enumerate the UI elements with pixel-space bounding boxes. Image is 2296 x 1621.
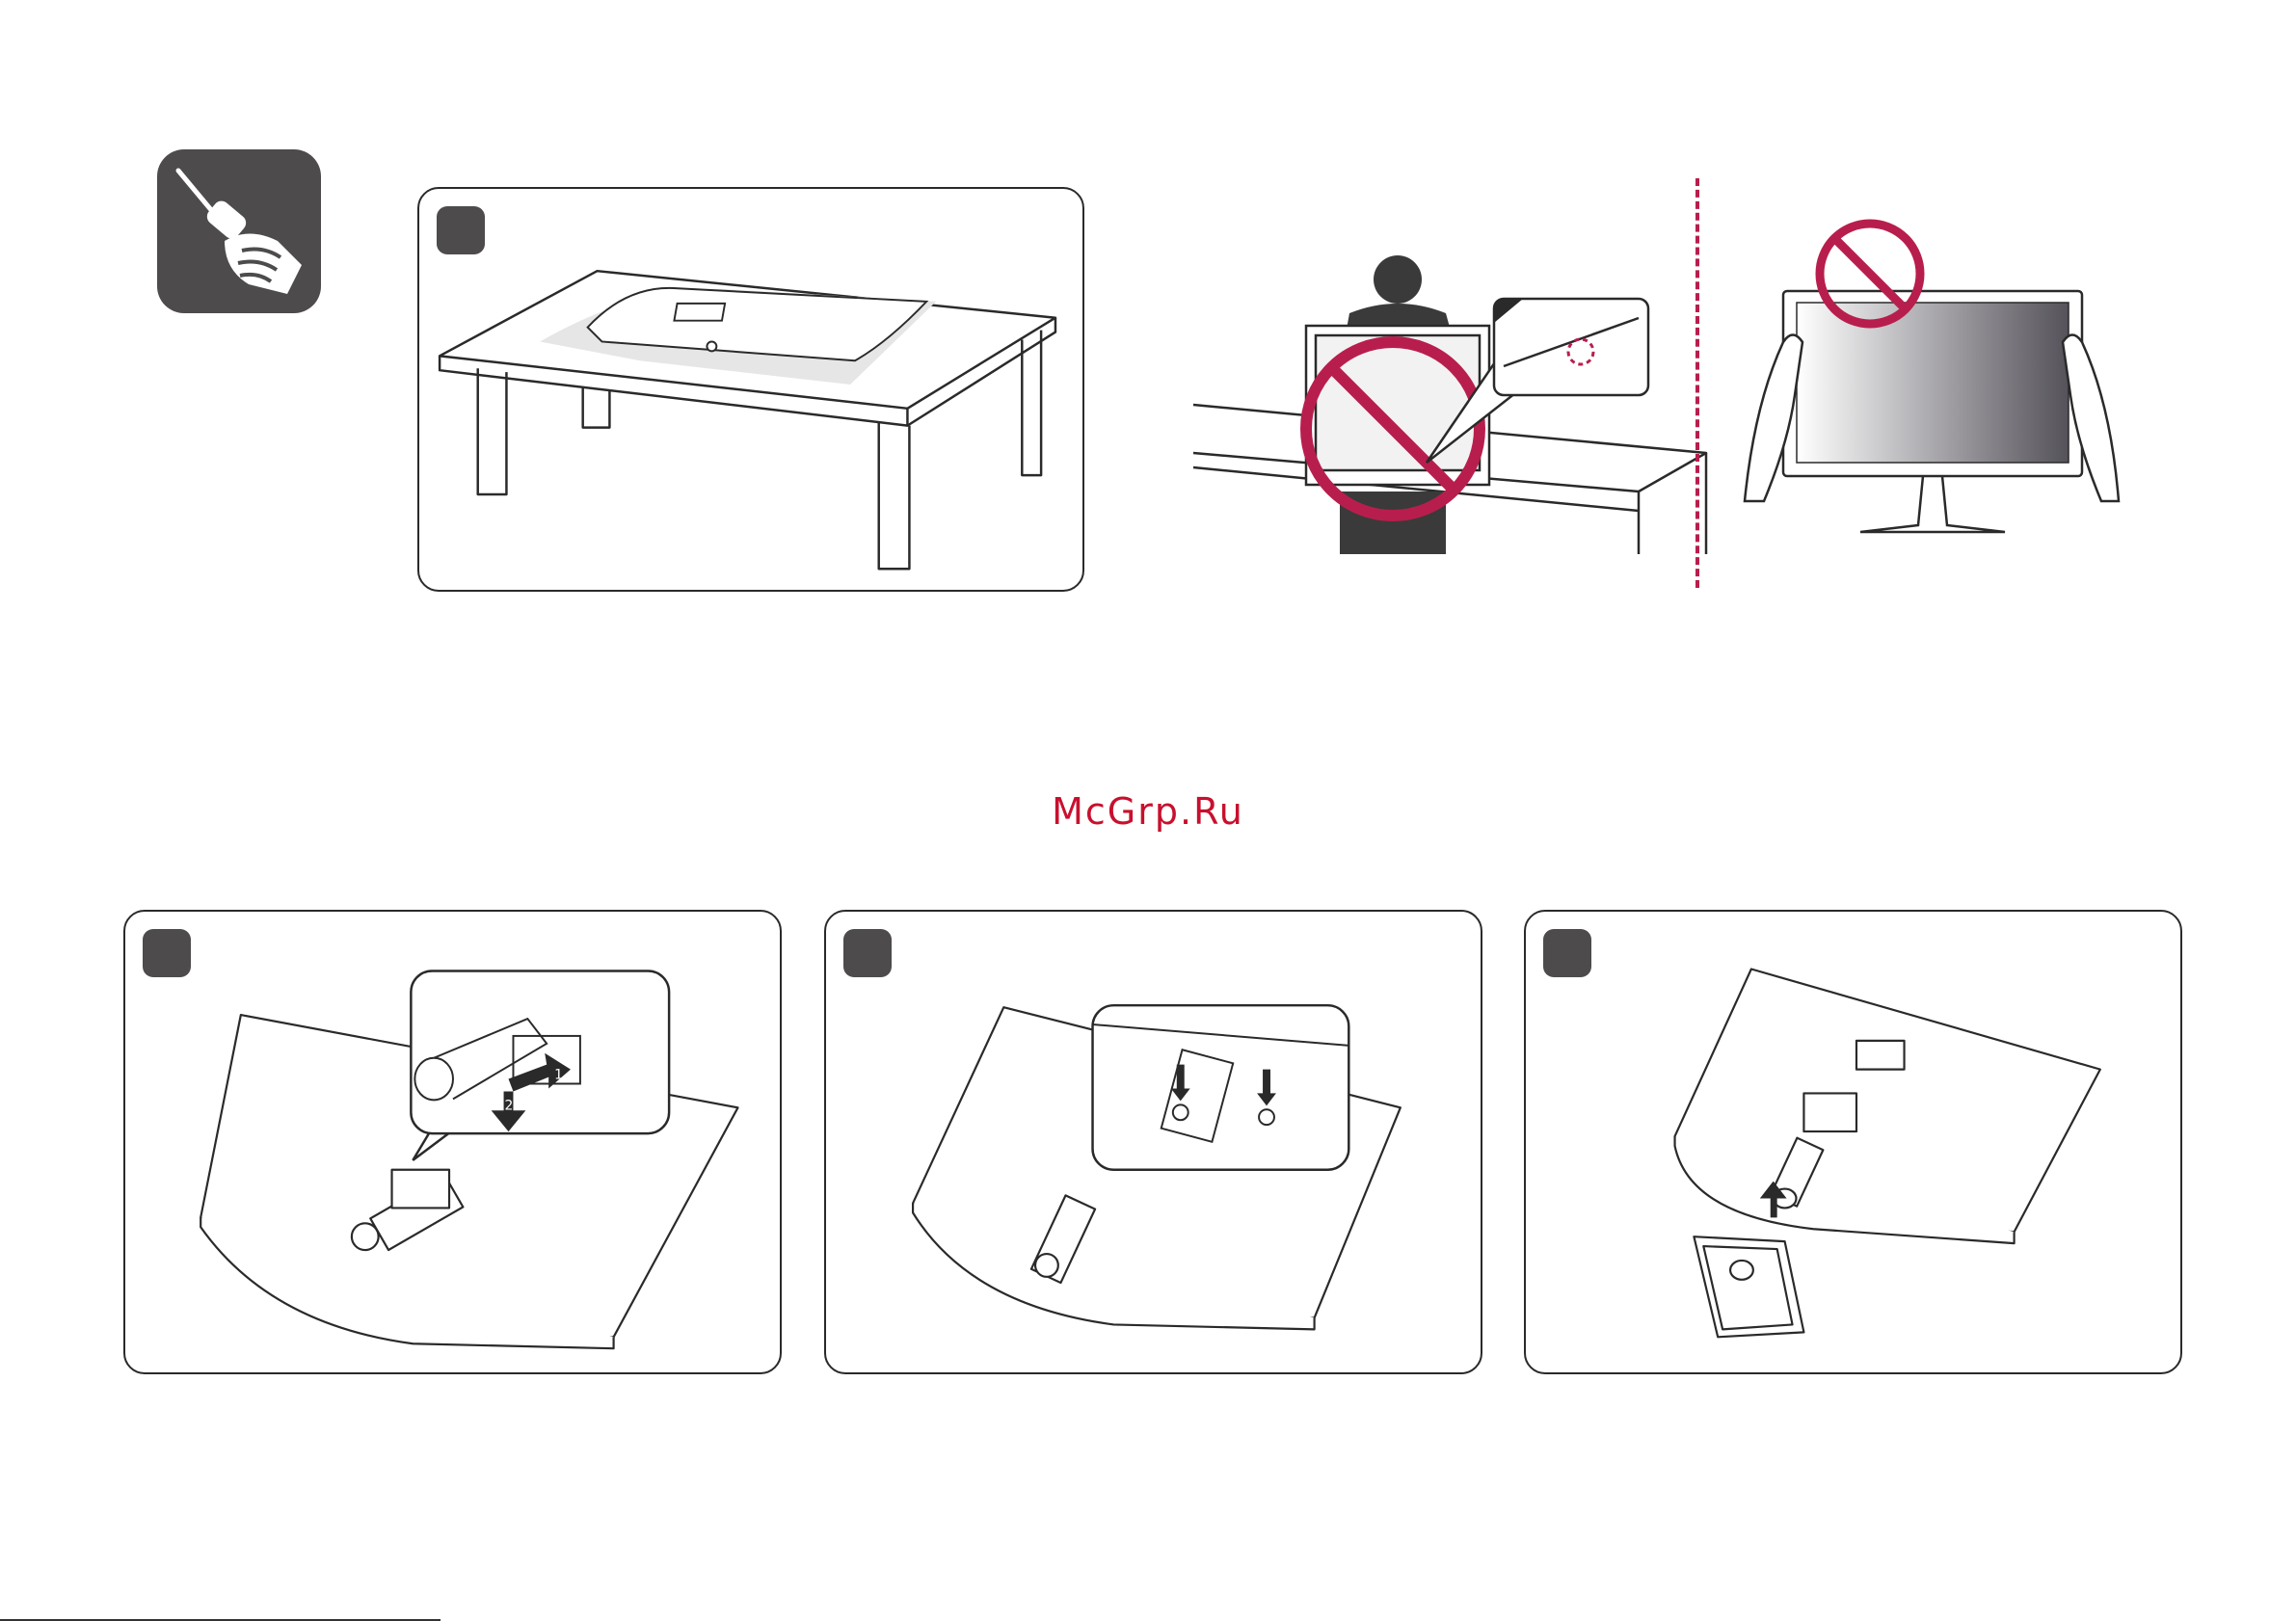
callout-1: 1 [554, 1068, 563, 1083]
step-3-panel [824, 910, 1482, 1374]
step-3-illustration [826, 912, 1481, 1372]
step-2-illustration: 1 2 [125, 912, 780, 1372]
step-1-panel [417, 187, 1084, 592]
callout-2: 2 [505, 1098, 514, 1113]
screwdriver-hand-icon [157, 149, 321, 313]
separator-dashed [1695, 178, 1699, 588]
handling-warning-illustration [1186, 173, 2149, 598]
step-4-illustration [1526, 912, 2180, 1372]
step-4-panel [1524, 910, 2182, 1374]
watermark: McGrp.Ru [0, 790, 2296, 833]
step-1-illustration [419, 189, 1082, 590]
step-2-panel: 1 2 [123, 910, 782, 1374]
